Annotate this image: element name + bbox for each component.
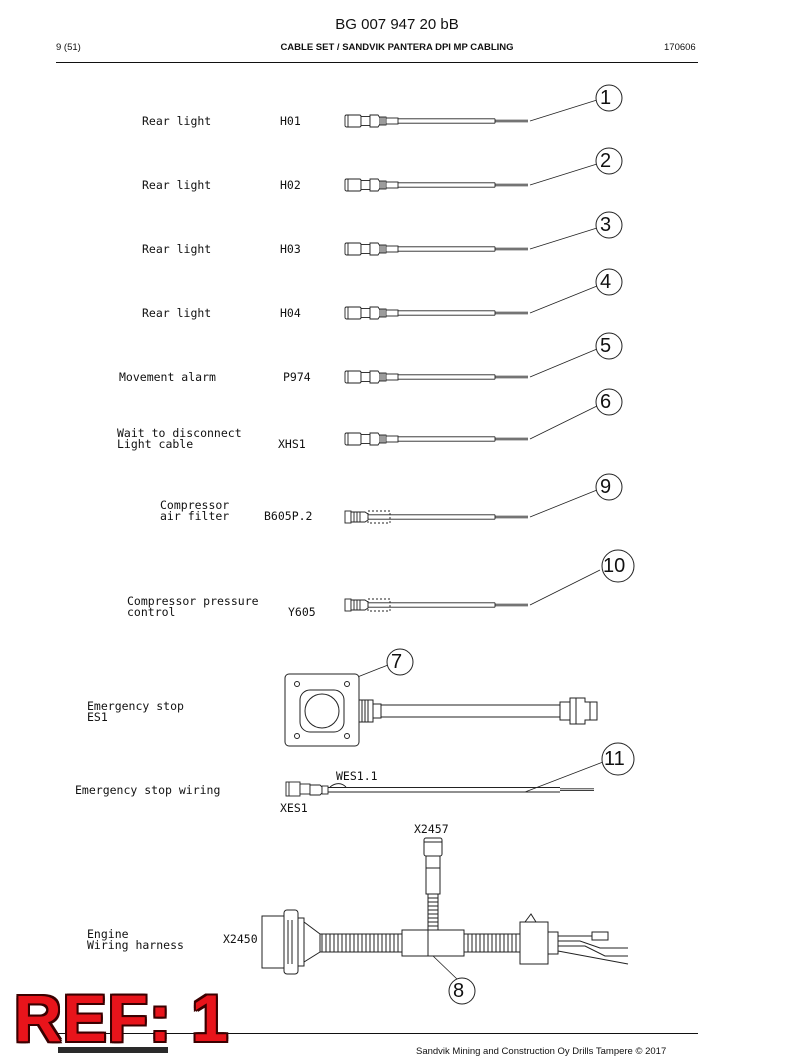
revision-code: 170606 (664, 42, 696, 53)
estop-connector-code: XES1 (280, 801, 308, 815)
item-code-h03: H03 (280, 242, 301, 256)
item-code-h01: H01 (280, 114, 301, 128)
callout-4: 4 (600, 271, 612, 293)
footer-rule (56, 1033, 698, 1034)
document-number: BG 007 947 20 bB (335, 16, 459, 33)
engine-name-line1: Engine (87, 927, 129, 941)
item-code-y605: Y605 (288, 605, 316, 619)
item-name-xhs1-line1: Wait to disconnect (117, 426, 242, 440)
page-number: 9 (51) (56, 42, 81, 53)
ref-stamp: REF: 1 (14, 981, 230, 1055)
item-name-p974: Movement alarm (119, 370, 216, 384)
engine-main-code: X2450 (223, 932, 258, 946)
callout-10: 10 (603, 555, 626, 577)
callout-2: 2 (600, 150, 612, 172)
item-code-p974: P974 (283, 370, 311, 384)
item-name-y605-line1: Compressor pressure (127, 594, 259, 608)
callout-3: 3 (600, 214, 612, 236)
item-name-h04: Rear light (142, 306, 212, 320)
item-code-h04: H04 (280, 306, 301, 320)
item-code-b605: B605P.2 (264, 509, 313, 523)
callout-11: 11 (604, 748, 625, 770)
item-name-b605-line2: air filter (160, 509, 230, 523)
item-name-h03: Rear light (142, 242, 212, 256)
engine-branch-code: X2457 (414, 822, 449, 836)
item-name-b605-line1: Compressor (160, 498, 230, 512)
callout-6: 6 (600, 391, 612, 413)
page-title: CABLE SET / SANDVIK PANTERA DPI MP CABLI… (280, 42, 514, 53)
estop-name-line1: Emergency stop (87, 699, 184, 713)
item-code-h02: H02 (280, 178, 301, 192)
estop-name-line2: ES1 (87, 710, 108, 724)
callout-1: 1 (600, 87, 612, 109)
estop-wire-code: WES1.1 (336, 769, 378, 783)
item-name-y605-line2: control (127, 605, 176, 619)
estop-wiring-name: Emergency stop wiring (75, 783, 221, 797)
item-name-h02: Rear light (142, 178, 212, 192)
callout-5: 5 (600, 335, 612, 357)
footer-copyright: Sandvik Mining and Construction Oy Drill… (416, 1046, 667, 1057)
callout-9: 9 (600, 476, 612, 498)
sandvik-logo (58, 1047, 168, 1053)
engine-name-line2: Wiring harness (87, 938, 184, 952)
item-code-xhs1: XHS1 (278, 437, 306, 451)
callout-7: 7 (391, 651, 403, 673)
header-rule (56, 62, 698, 63)
item-name-h01: Rear light (142, 114, 212, 128)
callout-8: 8 (453, 980, 465, 1002)
item-name-xhs1-line2: Light cable (117, 437, 194, 451)
